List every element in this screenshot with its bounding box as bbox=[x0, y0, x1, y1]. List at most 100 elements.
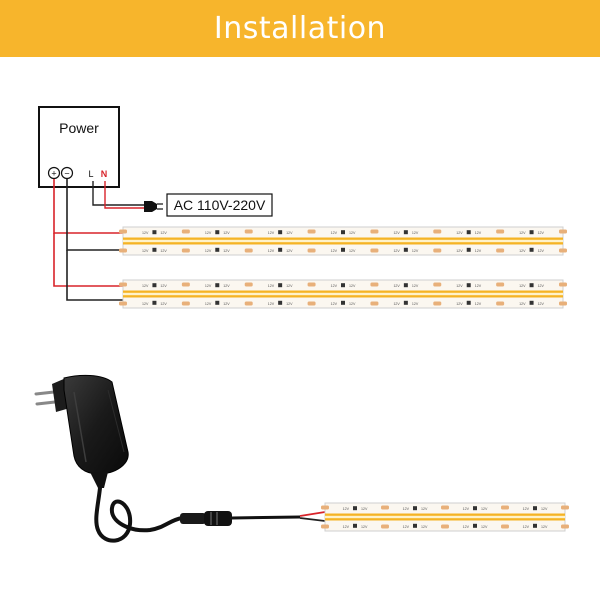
strip-marking-text: 12V bbox=[142, 302, 149, 306]
strip-led-core bbox=[123, 239, 563, 243]
strip-marking-text: 12V bbox=[456, 249, 463, 253]
strip-marking-text: 12V bbox=[421, 525, 428, 529]
strip-marking-text: 12V bbox=[541, 525, 548, 529]
connector-icon bbox=[180, 511, 301, 526]
solder-pad bbox=[307, 229, 316, 234]
strip-marking-text: 12V bbox=[519, 231, 526, 235]
neutral-terminal-label: N bbox=[101, 169, 108, 179]
strip-marking-text: 12V bbox=[361, 507, 368, 511]
strip-marking-text: 12V bbox=[142, 231, 149, 235]
solder-pad bbox=[561, 505, 569, 510]
strip-chip bbox=[403, 247, 408, 252]
strip-chip bbox=[533, 506, 537, 511]
strip-marking-text: 12V bbox=[160, 302, 167, 306]
strip-chip bbox=[529, 300, 534, 305]
positive-terminal-label: + bbox=[51, 169, 56, 179]
strip-marking-text: 12V bbox=[223, 284, 230, 288]
strip-led-core bbox=[325, 515, 565, 519]
positive-terminal-icon bbox=[47, 166, 61, 180]
strip-chip bbox=[278, 247, 283, 252]
solder-pad bbox=[370, 248, 379, 253]
strip-marking-text: 12V bbox=[481, 507, 488, 511]
strip-marking-text: 12V bbox=[463, 525, 470, 529]
solder-pad bbox=[381, 524, 389, 529]
strip-marking-text: 12V bbox=[538, 231, 545, 235]
solder-pad bbox=[496, 248, 505, 253]
led-strip-2: 12V 12V 12V 12V 12V 12V 12V 12V 12V 12V 12V 12V 12V 1… bbox=[119, 279, 567, 309]
solder-pad bbox=[307, 248, 316, 253]
strip-marking-text: 12V bbox=[160, 231, 167, 235]
strip-marking-text: 12V bbox=[349, 302, 356, 306]
solder-pad bbox=[119, 248, 127, 253]
strip-marking-text: 12V bbox=[538, 284, 545, 288]
solder-pad bbox=[433, 229, 442, 234]
strip-marking-text: 12V bbox=[463, 507, 470, 511]
solder-pad bbox=[321, 505, 329, 510]
power-label: Power bbox=[59, 120, 99, 136]
strip-marking-text: 12V bbox=[268, 249, 275, 253]
strip-marking-text: 12V bbox=[142, 249, 149, 253]
solder-pad bbox=[181, 301, 190, 306]
strip-chip bbox=[152, 283, 157, 288]
solder-pad bbox=[561, 524, 569, 529]
strip-marking-text: 12V bbox=[538, 302, 545, 306]
solder-pad bbox=[441, 524, 449, 529]
strip-marking-text: 12V bbox=[475, 231, 482, 235]
solder-pad bbox=[441, 505, 449, 510]
strip-marking-text: 12V bbox=[286, 249, 293, 253]
strip-marking-text: 12V bbox=[538, 249, 545, 253]
strip-marking-text: 12V bbox=[403, 525, 410, 529]
ac-voltage-label: AC 110V-220V bbox=[174, 197, 266, 213]
connector-wires bbox=[299, 511, 326, 522]
strip-marking-text: 12V bbox=[160, 249, 167, 253]
strip-marking-text: 12V bbox=[519, 284, 526, 288]
strip-marking-text: 12V bbox=[519, 302, 526, 306]
strip-marking-text: 12V bbox=[343, 525, 350, 529]
solder-pad bbox=[559, 248, 567, 253]
strip-chip bbox=[341, 300, 345, 305]
solder-pad bbox=[119, 282, 127, 287]
strip-marking-text: 12V bbox=[286, 231, 293, 235]
solder-pad bbox=[433, 301, 442, 306]
strip-chip bbox=[152, 230, 157, 235]
strip-marking-text: 12V bbox=[475, 249, 482, 253]
strip-chip bbox=[278, 300, 283, 305]
strip-marking-text: 12V bbox=[456, 231, 463, 235]
page-title: Installation bbox=[213, 11, 387, 46]
strip-chip bbox=[353, 523, 357, 528]
strip-marking-text: 12V bbox=[412, 231, 419, 235]
solder-pad bbox=[433, 248, 442, 253]
strip-marking-text: 12V bbox=[331, 284, 338, 288]
dc-output-wires bbox=[53, 179, 123, 301]
strip-chip bbox=[403, 230, 408, 235]
ac-label-box: AC 110V-220V bbox=[166, 193, 273, 217]
solder-pad bbox=[496, 229, 505, 234]
solder-pad bbox=[559, 229, 567, 234]
plug-icon bbox=[144, 201, 163, 212]
strip-marking-text: 12V bbox=[523, 507, 530, 511]
strip-chip bbox=[529, 283, 534, 288]
solder-pad bbox=[370, 229, 379, 234]
solder-pad bbox=[181, 282, 190, 287]
strip-marking-text: 12V bbox=[205, 302, 212, 306]
solder-pad bbox=[501, 524, 509, 529]
strip-marking-text: 12V bbox=[403, 507, 410, 511]
power-supply-box: Power + − L N bbox=[38, 106, 120, 188]
strip-marking-text: 12V bbox=[393, 231, 400, 235]
strip-led-core bbox=[123, 292, 563, 296]
strip-marking-text: 12V bbox=[393, 284, 400, 288]
strip-chip bbox=[278, 283, 283, 288]
strip-marking-text: 12V bbox=[475, 302, 482, 306]
strip-chip bbox=[403, 283, 408, 288]
strip-marking-text: 12V bbox=[456, 302, 463, 306]
led-strip-1: 12V 12V 12V 12V 12V 12V 12V 12V 12V 12V 12V 12V 12V 1… bbox=[119, 226, 567, 256]
solder-pad bbox=[244, 229, 253, 234]
strip-marking-text: 12V bbox=[343, 507, 350, 511]
solder-pad bbox=[370, 301, 379, 306]
solder-pad bbox=[559, 282, 567, 287]
solder-pad bbox=[381, 505, 389, 510]
strip-marking-text: 12V bbox=[412, 302, 419, 306]
strip-marking-text: 12V bbox=[223, 231, 230, 235]
strip-marking-text: 12V bbox=[268, 231, 275, 235]
